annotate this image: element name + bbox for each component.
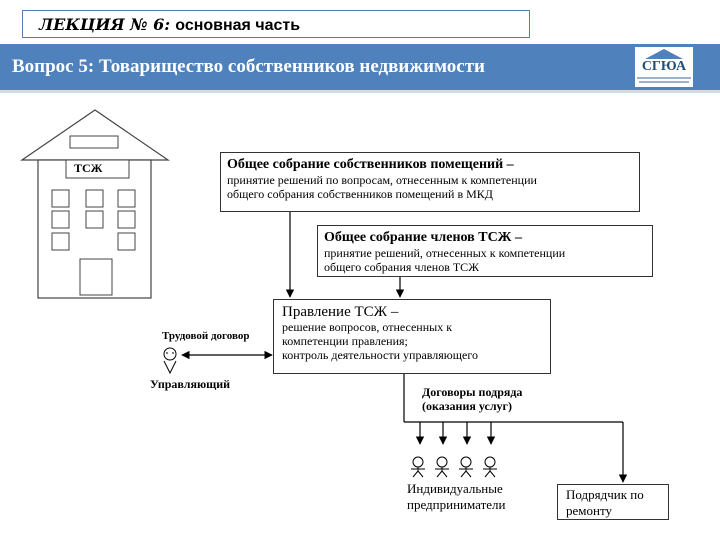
box-text: общего собрания собственников помещений … [227,187,493,201]
general-meeting-owners-box: Общее собрание собственников помещений –… [220,152,640,212]
manager-person-icon [163,347,177,375]
page-title: Вопрос 5: Товарищество собственников нед… [12,56,485,77]
box-text: принятие решений, отнесенных к компетенц… [324,246,566,260]
lecture-label: ЛЕКЦИЯ № 6: [39,15,171,34]
header-divider [0,90,720,93]
contractor-box: Подрядчик по ремонту [557,484,669,520]
box-text: компетенции правления; [282,334,408,348]
box-text: принятие решений по вопросам, отнесенным… [227,173,537,187]
manager-label: Управляющий [150,377,231,391]
university-logo: СГЮА [635,47,693,87]
box-title: Правление ТСЖ – [282,304,399,320]
contracts-label-line1: Договоры подряда [422,385,523,399]
building-label: ТСЖ [74,161,103,175]
entrepreneur-person-icon [459,456,473,478]
lecture-bar: ЛЕКЦИЯ № 6: основная часть [22,10,530,38]
lecture-heading: ЛЕКЦИЯ № 6: основная часть [39,15,300,35]
labor-contract-label: Трудовой договор [162,330,250,342]
box-text: общего собрания членов ТСЖ [324,260,479,274]
entrepreneurs-label-line1: Индивидуальные [407,481,503,496]
general-meeting-members-box: Общее собрание членов ТСЖ – принятие реш… [317,225,653,277]
building-icon [20,109,170,299]
box-text: решение вопросов, отнесенных к [282,320,453,334]
box-text: Подрядчик по [566,487,644,502]
logo-text: СГЮА [641,59,687,74]
box-title: Общее собрание членов ТСЖ – [324,230,523,245]
logo-line [637,77,691,79]
entrepreneur-person-icon [483,456,497,478]
box-text: ремонту [566,503,612,518]
logo-roof-icon [645,49,683,59]
entrepreneur-person-icon [411,456,425,478]
logo-line [639,81,689,83]
lecture-part: основная часть [175,17,301,34]
entrepreneur-person-icon [435,456,449,478]
box-title: Общее собрание собственников помещений – [227,157,514,172]
entrepreneurs-label-line2: предприниматели [407,497,506,512]
title-band: Вопрос 5: Товарищество собственников нед… [0,44,720,90]
contracts-label-line2: (оказания услуг) [422,399,513,413]
box-text: контроль деятельности управляющего [282,348,478,362]
board-box: Правление ТСЖ – решение вопросов, отнесе… [273,299,551,374]
